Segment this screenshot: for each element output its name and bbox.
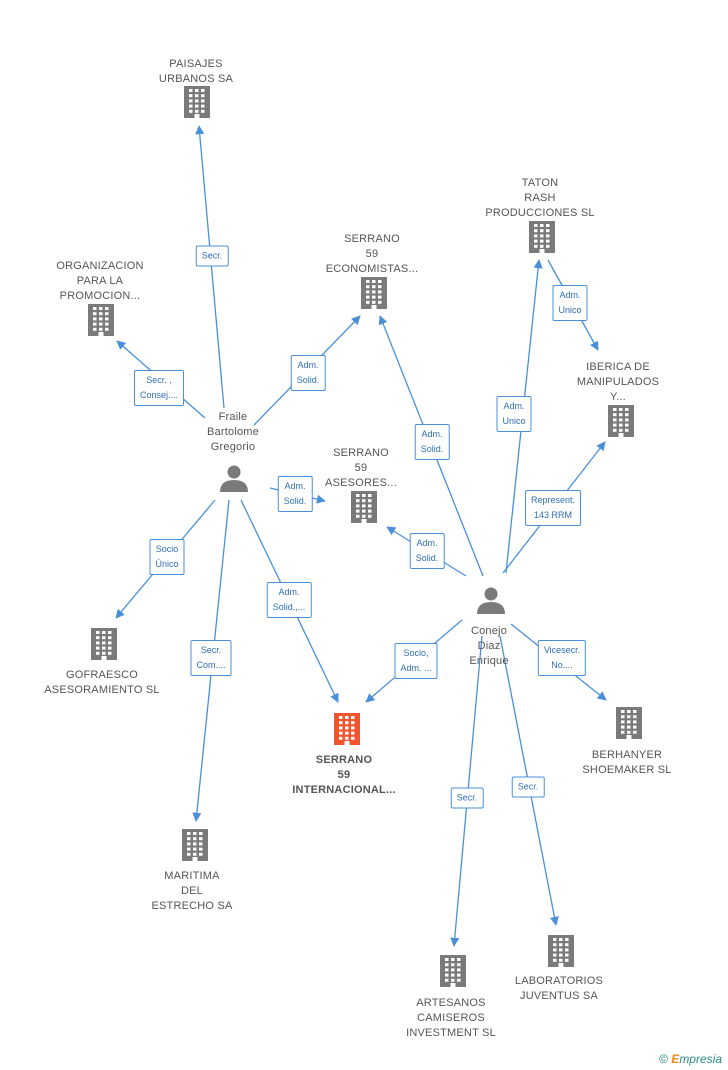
copyright-symbol: © (659, 1052, 668, 1066)
building-icon-taton[interactable] (529, 221, 555, 253)
edge-label-conejo-to-artesanos[interactable]: Secr. (450, 787, 484, 809)
edge-label-conejo-to-berhanyer[interactable]: Vicesecr. No.... (537, 640, 587, 676)
node-label-gofraesco[interactable]: GOFRAESCO ASESORAMIENTO SL (44, 669, 160, 696)
node-label-laboratorios[interactable]: LABORATORIOS JUVENTUS SA (514, 975, 604, 1002)
node-label-taton[interactable]: TATON RASH PRODUCCIONES SL (485, 177, 595, 219)
main-building-icon-internacional[interactable] (334, 713, 360, 745)
building-icon-gofraesco[interactable] (91, 628, 117, 660)
edge-label-conejo-to-iberica[interactable]: Represent. 143 RRM (524, 490, 582, 526)
edge-label-conejo-to-asesores[interactable]: Adm. Solid. (409, 533, 445, 569)
building-icon-berhanyer[interactable] (616, 707, 642, 739)
node-label-fraile[interactable]: Fraile Bartolome Gregorio (207, 411, 259, 453)
edge-fraile-to-paisajes (195, 125, 225, 409)
node-label-organizacion[interactable]: ORGANIZACION PARA LA PROMOCION... (56, 260, 144, 302)
building-icon-organizacion[interactable] (88, 304, 114, 336)
edge-label-fraile-to-paisajes[interactable]: Secr. (195, 245, 229, 267)
building-icon-maritima[interactable] (182, 829, 208, 861)
edge-label-fraile-to-organizacion[interactable]: Secr. , Consej.... (133, 370, 185, 406)
edge-label-conejo-to-laboratorios[interactable]: Secr. (511, 776, 545, 798)
edge-label-fraile-to-internacional[interactable]: Adm. Solid.,... (266, 582, 312, 618)
brand-watermark: © Empresia (659, 1052, 722, 1066)
node-label-berhanyer[interactable]: BERHANYER SHOEMAKER SL (582, 749, 672, 776)
building-icon-artesanos[interactable] (440, 955, 466, 987)
edge-label-conejo-to-taton[interactable]: Adm. Unico (496, 396, 532, 432)
edge-label-fraile-to-maritima[interactable]: Secr. Com.... (190, 640, 232, 676)
edge-label-conejo-to-economistas[interactable]: Adm. Solid. (414, 424, 450, 460)
node-label-asesores[interactable]: SERRANO 59 ASESORES... (325, 447, 397, 489)
building-icon-iberica[interactable] (608, 405, 634, 437)
node-label-artesanos[interactable]: ARTESANOS CAMISEROS INVESTMENT SL (406, 997, 496, 1039)
nodes-layer (88, 86, 642, 987)
node-label-maritima[interactable]: MARITIMA DEL ESTRECHO SA (151, 870, 233, 912)
node-label-iberica[interactable]: IBERICA DE MANIPULADOS Y... (576, 361, 660, 403)
building-icon-asesores[interactable] (351, 491, 377, 523)
edge-label-fraile-to-asesores[interactable]: Adm. Solid. (277, 476, 313, 512)
building-icon-laboratorios[interactable] (548, 935, 574, 967)
node-label-internacional[interactable]: SERRANO 59 INTERNACIONAL... (292, 754, 396, 796)
brand-name: mpresia (679, 1052, 722, 1066)
building-icon-paisajes[interactable] (184, 86, 210, 118)
edge-label-conejo-to-internacional[interactable]: Socio, Adm. ... (394, 643, 438, 679)
person-icon-fraile[interactable] (220, 465, 248, 493)
node-label-conejo[interactable]: Conejo Diaz Enrique (469, 625, 509, 667)
edge-label-fraile-to-economistas[interactable]: Adm. Solid. (290, 355, 326, 391)
node-label-economistas[interactable]: SERRANO 59 ECONOMISTAS... (325, 233, 419, 275)
person-icon-conejo[interactable] (477, 587, 505, 615)
edge-label-fraile-to-gofraesco[interactable]: Socio Único (149, 539, 185, 575)
building-icon-economistas[interactable] (361, 277, 387, 309)
brand-initial: E (671, 1052, 680, 1066)
node-label-paisajes[interactable]: PAISAJES URBANOS SA (158, 58, 234, 85)
edge-label-taton-to-iberica[interactable]: Adm. Unico (552, 285, 588, 321)
